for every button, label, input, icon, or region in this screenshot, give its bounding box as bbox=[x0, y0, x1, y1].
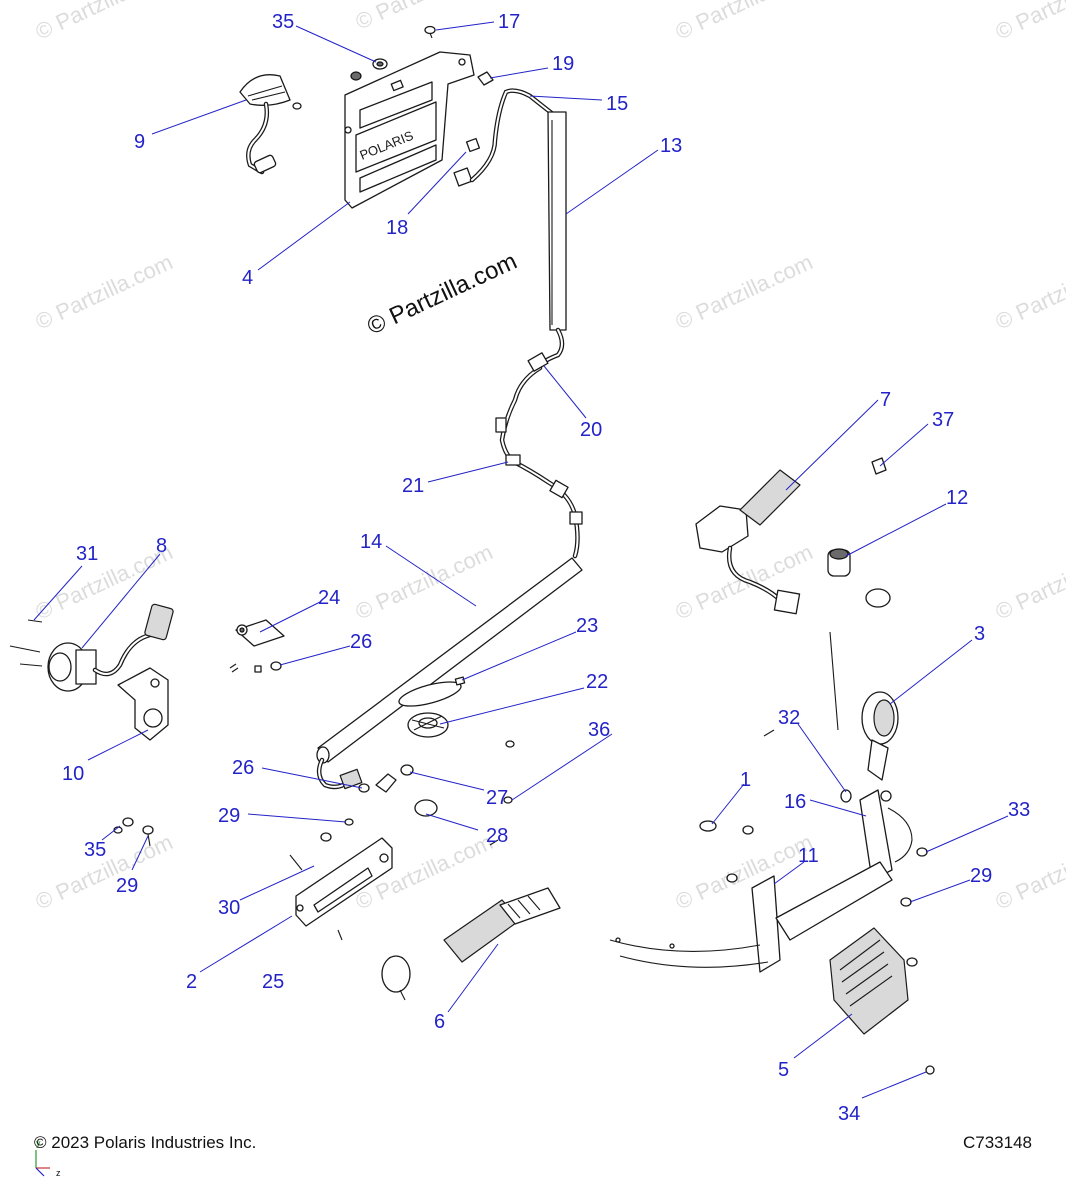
callout-1: 1 bbox=[740, 769, 751, 791]
rear-harness bbox=[495, 352, 583, 559]
callout-25: 25 bbox=[262, 971, 284, 993]
callout-27: 27 bbox=[486, 787, 508, 809]
watermark-faint: © Partzilla.com bbox=[672, 249, 817, 334]
frame-bracket-11 bbox=[609, 861, 893, 973]
watermark-faint: © Partzilla.com bbox=[672, 0, 817, 45]
watermark-main: © Partzilla.com bbox=[363, 248, 521, 341]
axis-y-label: y bbox=[36, 1138, 41, 1148]
horn-3 bbox=[861, 691, 899, 781]
watermark-faint: © Partzilla.com bbox=[352, 0, 497, 35]
callout-32: 32 bbox=[778, 707, 800, 729]
callout-24: 24 bbox=[318, 587, 340, 609]
bracket-2 bbox=[289, 837, 393, 927]
license-plate-bracket: POLARIS bbox=[344, 51, 475, 209]
washer-34 bbox=[350, 58, 388, 81]
callout-11: 11 bbox=[798, 845, 819, 867]
callout-34: 35 bbox=[272, 11, 294, 33]
callout-2: 2 bbox=[186, 971, 197, 993]
license-light bbox=[239, 74, 302, 175]
watermark-faint: © Partzilla.com bbox=[32, 0, 177, 45]
callout-16: 16 bbox=[784, 791, 806, 813]
harness-7 bbox=[695, 469, 801, 615]
fasteners-mid bbox=[358, 740, 515, 804]
callout-26: 26 bbox=[232, 757, 254, 779]
dash bbox=[763, 729, 775, 737]
callout-28: 28 bbox=[486, 825, 508, 847]
grommet-28 bbox=[414, 799, 438, 817]
dash bbox=[489, 839, 499, 846]
callout-10: 10 bbox=[62, 763, 84, 785]
conduit-14 bbox=[316, 557, 583, 790]
leader-lines bbox=[33, 21, 1009, 1099]
callout-15: 15 bbox=[606, 93, 628, 115]
callout-29: 29 bbox=[970, 865, 992, 887]
bolts-29 bbox=[320, 818, 354, 842]
axis-indicator: y z bbox=[35, 1138, 61, 1178]
callout-5: 5 bbox=[778, 1059, 789, 1081]
license-harness bbox=[469, 88, 567, 368]
bracket-10 bbox=[117, 667, 169, 741]
copyright-text: © 2023 Polaris Industries Inc. bbox=[34, 1133, 257, 1152]
watermark-faint: © Partzilla.com bbox=[672, 829, 817, 914]
callout-6: 6 bbox=[434, 1011, 445, 1033]
callout-20: 20 bbox=[580, 419, 602, 441]
callout-7: 7 bbox=[880, 389, 891, 411]
callout-26: 26 bbox=[350, 631, 372, 653]
bracket-16 bbox=[859, 789, 913, 881]
fasteners-right bbox=[699, 789, 935, 1075]
callout-9: 9 bbox=[134, 131, 145, 153]
callout-4: 4 bbox=[242, 267, 253, 289]
cable-tie-bottom bbox=[381, 955, 411, 1001]
callout-8: 8 bbox=[156, 535, 167, 557]
callout-13: 13 bbox=[660, 135, 682, 157]
connector-6 bbox=[443, 887, 561, 963]
callout-23: 23 bbox=[576, 615, 598, 637]
clip-37 bbox=[871, 457, 887, 475]
bolts-31 bbox=[9, 619, 43, 667]
clip-19 bbox=[477, 71, 494, 86]
callout-12: 12 bbox=[946, 487, 968, 509]
callout-18: 18 bbox=[386, 217, 408, 239]
callout-35: 35 bbox=[84, 839, 106, 861]
hardware-26-top bbox=[229, 661, 282, 673]
callout-3: 3 bbox=[974, 623, 985, 645]
regulator-5 bbox=[829, 927, 909, 1035]
pin-25 bbox=[337, 929, 343, 941]
callout-33: 33 bbox=[1008, 799, 1030, 821]
watermark-faint: © Partzilla.com bbox=[992, 249, 1066, 334]
callout-30: 30 bbox=[218, 897, 240, 919]
connector-18 bbox=[453, 137, 481, 187]
callout-31: 31 bbox=[76, 543, 98, 565]
callout-37: 37 bbox=[932, 409, 954, 431]
backup-alarm-8 bbox=[47, 603, 174, 692]
callout-21: 21 bbox=[402, 475, 424, 497]
ring-small bbox=[865, 588, 891, 608]
callout-17: 17 bbox=[498, 11, 520, 33]
callout-29: 29 bbox=[218, 805, 240, 827]
callouts: 35 17 19 15 9 13 18 4 20 21 7 37 12 14 3… bbox=[62, 11, 1030, 1125]
watermark-faint: © Partzilla.com bbox=[992, 829, 1066, 914]
callout-36: 36 bbox=[588, 719, 610, 741]
callout-22: 22 bbox=[586, 671, 608, 693]
cable-tie-23 bbox=[398, 676, 466, 707]
callout-14: 14 bbox=[360, 531, 382, 553]
grommet-12 bbox=[827, 548, 851, 577]
callout-19: 19 bbox=[552, 53, 574, 75]
watermark-faint: © Partzilla.com bbox=[992, 0, 1066, 45]
callout-29: 29 bbox=[116, 875, 138, 897]
diagram-code: C733148 bbox=[962, 1133, 1032, 1152]
watermark-faint: © Partzilla.com bbox=[32, 249, 177, 334]
watermark-faint: © Partzilla.com bbox=[992, 539, 1066, 624]
grommet-22 bbox=[407, 712, 449, 738]
callout-35: 34 bbox=[838, 1103, 860, 1125]
screw-17 bbox=[424, 25, 436, 39]
tie-strap bbox=[829, 631, 839, 731]
axis-z-label: z bbox=[56, 1168, 61, 1178]
